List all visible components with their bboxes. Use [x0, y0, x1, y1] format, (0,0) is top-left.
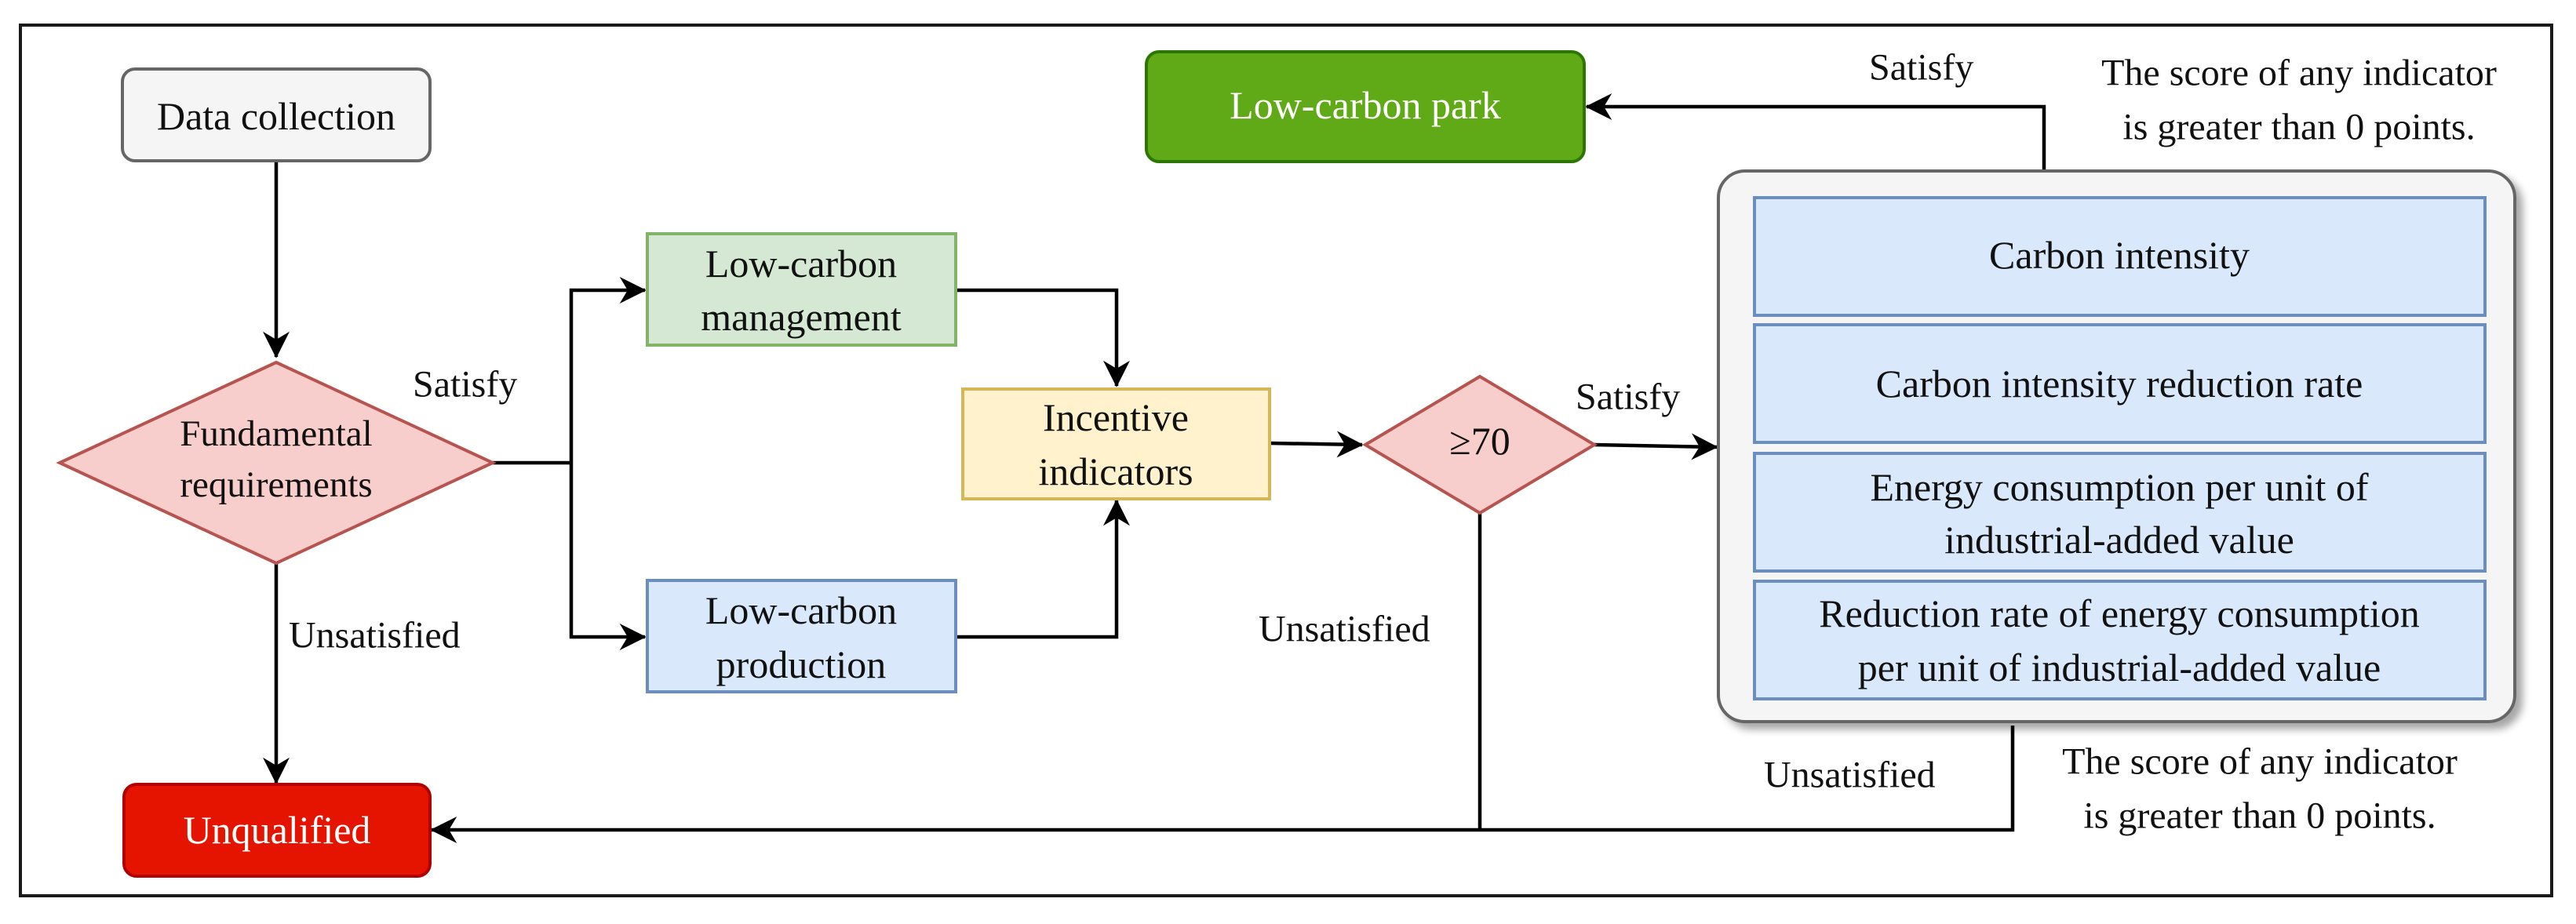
- management-label-line2: management: [701, 295, 902, 339]
- indicator-carbon-intensity-reduction-rate-label: Carbon intensity reduction rate: [1876, 362, 2363, 406]
- indicator-energy-reduction-rate-label-line1: Reduction rate of energy consumption: [1819, 591, 2420, 635]
- indicator-energy-consumption-label-line2: industrial-added value: [1944, 518, 2294, 562]
- fundamental-label-line1: Fundamental: [180, 413, 372, 454]
- edge-to-management: [569, 277, 647, 463]
- low-carbon-park-node: Low-carbon park: [1145, 50, 1586, 163]
- unqualified-node: Unqualified: [122, 783, 432, 878]
- threshold-label: ≥70: [1449, 419, 1510, 463]
- indicator-carbon-intensity-label: Carbon intensity: [1989, 233, 2250, 277]
- fundamental-requirements-node: Fundamental requirements: [56, 360, 497, 566]
- incentive-indicators-node: Incentive indicators: [961, 387, 1271, 500]
- edge-threshold-to-indicators: [1594, 433, 1718, 460]
- threshold-node: ≥70: [1362, 374, 1598, 515]
- low-carbon-management-node: Low-carbon management: [646, 232, 957, 347]
- fundamental-requirements-shape: [56, 360, 497, 566]
- edge-label-satisfy-indicators: Satisfy: [1869, 47, 1973, 89]
- bottom-note-line2: is greater than 0 points.: [2083, 795, 2436, 837]
- edge-label-satisfy-threshold: Satisfy: [1576, 377, 1680, 418]
- production-label-line2: production: [716, 642, 887, 686]
- indicator-energy-consumption-label-line1: Energy consumption per unit of: [1870, 465, 2368, 509]
- top-note-line1: The score of any indicator: [2101, 53, 2497, 94]
- data-collection-node: Data collection: [121, 67, 432, 162]
- fundamental-label-line2: requirements: [180, 464, 372, 505]
- bottom-note-line1: The score of any indicator: [2062, 741, 2458, 783]
- low-carbon-park-label: Low-carbon park: [1230, 83, 1501, 127]
- low-carbon-production-shape: [646, 579, 957, 693]
- threshold-shape: [1362, 374, 1598, 515]
- edge-incentive-to-threshold: [1269, 431, 1364, 458]
- edge-label-unsatisfied-threshold: Unsatisfied: [1259, 609, 1430, 650]
- low-carbon-park-shape: [1145, 50, 1586, 163]
- data-collection-shape: [121, 67, 432, 162]
- low-carbon-production-node: Low-carbon production: [646, 579, 957, 693]
- low-carbon-management-shape: [646, 232, 957, 347]
- indicator-energy-reduction-rate-label-line2: per unit of industrial-added value: [1858, 646, 2381, 689]
- data-collection-label: Data collection: [157, 94, 395, 138]
- production-label-line1: Low-carbon: [705, 588, 897, 632]
- edge-management-to-incentive: [956, 288, 1130, 387]
- edge-to-production: [569, 463, 647, 650]
- top-note-line2: is greater than 0 points.: [2122, 107, 2475, 148]
- edge-label-satisfy-fundamental: Satisfy: [413, 364, 517, 406]
- unqualified-shape: [122, 783, 432, 878]
- unqualified-label: Unqualified: [184, 808, 371, 852]
- indicator-energy-consumption: [1753, 452, 2487, 573]
- indicators-group: Carbon intensity Carbon intensity reduct…: [1717, 169, 2516, 723]
- edge-label-unsatisfied-fundamental: Unsatisfied: [289, 615, 461, 657]
- incentive-label-line2: indicators: [1038, 449, 1193, 493]
- edge-indicators-down: [1480, 726, 2015, 832]
- incentive-indicators-shape: [961, 387, 1271, 500]
- indicator-energy-reduction-rate: [1753, 580, 2487, 700]
- edge-production-to-incentive: [956, 499, 1130, 639]
- incentive-label-line1: Incentive: [1043, 395, 1189, 439]
- management-label-line1: Low-carbon: [705, 242, 897, 286]
- indicator-carbon-intensity: [1753, 196, 2487, 317]
- edge-label-unsatisfied-indicators: Unsatisfied: [1764, 755, 1936, 796]
- indicator-carbon-intensity-reduction-rate: [1753, 323, 2487, 444]
- edge-indicators-to-park: [1585, 93, 2046, 171]
